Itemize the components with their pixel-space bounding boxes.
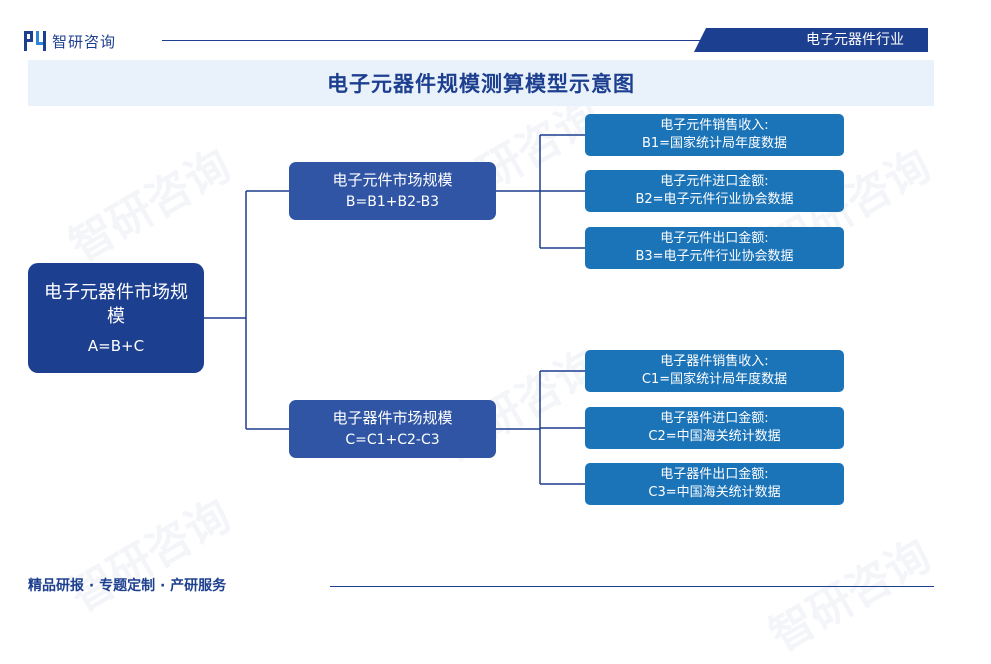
title-band: 电子元器件规模测算模型示意图 bbox=[28, 60, 934, 106]
leaf-node-label: 电子元件出口金额: bbox=[660, 231, 769, 246]
branch-node-formula: C=C1+C2-C3 bbox=[345, 432, 440, 448]
leaf-node-label: 电子器件销售收入: bbox=[660, 354, 769, 369]
footer-slogan: 精品研报 · 专题定制 · 产研服务 bbox=[28, 578, 227, 594]
brand-logo-icon bbox=[24, 31, 46, 51]
brand-name: 智研咨询 bbox=[52, 32, 117, 51]
leaf-node-label: 电子器件出口金额: bbox=[660, 467, 769, 482]
branch-node-label: 电子元件市场规模 bbox=[332, 171, 453, 189]
leaf-node-c1: 电子器件销售收入: C1=国家统计局年度数据 bbox=[585, 350, 844, 392]
leaf-node-label: 电子元件销售收入: bbox=[660, 118, 769, 133]
branch-node-components: 电子元件市场规模 B=B1+B2-B3 bbox=[289, 162, 496, 220]
leaf-node-source: C1=国家统计局年度数据 bbox=[641, 372, 788, 387]
leaf-node-source: C2=中国海关统计数据 bbox=[648, 429, 781, 444]
leaf-node-label: 电子器件进口金额: bbox=[660, 411, 769, 426]
leaf-node-source: B2=电子元件行业协会数据 bbox=[635, 192, 794, 207]
root-node-formula: A=B+C bbox=[87, 337, 145, 355]
branch-node-label: 电子器件市场规模 bbox=[332, 409, 453, 427]
root-node: 电子元器件市场规模 A=B+C bbox=[28, 263, 204, 373]
brand-logo: 智研咨询 bbox=[24, 30, 116, 52]
leaf-node-c3: 电子器件出口金额: C3=中国海关统计数据 bbox=[585, 463, 844, 505]
leaf-node-label: 电子元件进口金额: bbox=[660, 174, 769, 189]
branch-node-devices: 电子器件市场规模 C=C1+C2-C3 bbox=[289, 400, 496, 458]
leaf-node-source: C3=中国海关统计数据 bbox=[648, 485, 781, 500]
leaf-node-b3: 电子元件出口金额: B3=电子元件行业协会数据 bbox=[585, 227, 844, 269]
root-node-label: 电子元器件市场规模 bbox=[44, 282, 188, 327]
leaf-node-source: B3=电子元件行业协会数据 bbox=[635, 249, 794, 264]
diagram-title: 电子元器件规模测算模型示意图 bbox=[327, 72, 635, 96]
header-divider bbox=[162, 40, 722, 41]
leaf-node-b2: 电子元件进口金额: B2=电子元件行业协会数据 bbox=[585, 170, 844, 212]
leaf-node-source: B1=国家统计局年度数据 bbox=[641, 136, 788, 151]
industry-tag: 电子元器件行业 bbox=[694, 28, 928, 52]
leaf-node-b1: 电子元件销售收入: B1=国家统计局年度数据 bbox=[585, 114, 844, 156]
footer-divider bbox=[330, 586, 934, 587]
leaf-node-c2: 电子器件进口金额: C2=中国海关统计数据 bbox=[585, 407, 844, 449]
branch-node-formula: B=B1+B2-B3 bbox=[345, 194, 440, 210]
